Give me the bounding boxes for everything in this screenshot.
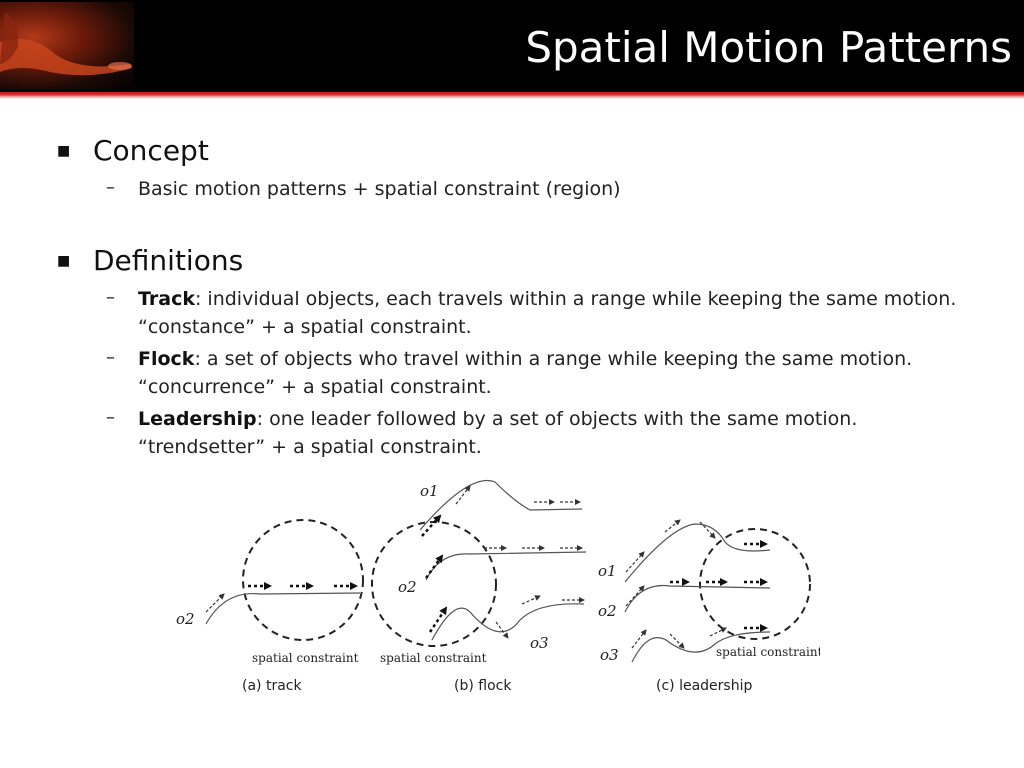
bullet-marker: ■ (57, 143, 71, 159)
def-leadership-line2: “trendsetter” + a spatial constraint. (138, 436, 482, 458)
def-track-text: : individual objects, each travels withi… (194, 288, 957, 310)
panel-flock: o1 o2 o3 spatial constraint (b) flock (371, 480, 587, 694)
concept-description: Basic motion patterns + spatial constrai… (138, 178, 621, 200)
panel-leadership: o1 o2 o3 spatial constraint (c) leadersh… (598, 519, 820, 694)
term-flock: Flock (138, 348, 195, 370)
leadership-trajectory-o3 (631, 631, 771, 663)
flock-trajectory-o2 (425, 551, 587, 581)
flock-trajectory-o1 (419, 480, 583, 531)
sub-bullet-marker: – (106, 177, 115, 198)
leadership-trajectory-o1 (624, 523, 771, 583)
track-caption: (a) track (242, 678, 302, 694)
flock-object-label-o2: o2 (398, 578, 417, 596)
term-leadership: Leadership (138, 408, 257, 430)
motion-patterns-figure: o2 spatial constraint (a) track o1 o2 o3… (176, 480, 820, 694)
panel-track: o2 spatial constraint (a) track (176, 519, 364, 694)
header-photo (0, 2, 134, 90)
leadership-object-label-o2: o2 (598, 602, 617, 620)
flock-trajectory-o3 (431, 603, 585, 641)
slide-title: Spatial Motion Patterns (525, 23, 1012, 72)
def-flock-line2: “concurrence” + a spatial constraint. (138, 376, 492, 398)
bullet-definitions: Definitions (93, 244, 244, 277)
leadership-trajectory-o2 (624, 584, 771, 613)
term-track: Track (138, 288, 195, 310)
definition-leadership: Leadership: one leader followed by a set… (138, 405, 857, 461)
bullet-concept: Concept (93, 134, 209, 167)
track-constraint-label: spatial constraint (252, 651, 359, 665)
bullet-marker: ■ (57, 253, 71, 269)
definition-flock: Flock: a set of objects who travel withi… (138, 345, 912, 401)
definition-track: Track: individual objects, each travels … (138, 285, 956, 341)
leadership-caption: (c) leadership (656, 678, 752, 694)
dancer-image (0, 12, 132, 76)
flock-object-label-o3: o3 (530, 634, 549, 652)
def-track-line2: “constance” + a spatial constraint. (138, 316, 472, 338)
track-constraint-circle (242, 519, 364, 641)
track-trajectory (205, 592, 361, 625)
flock-object-label-o1: o1 (420, 482, 439, 500)
header-accent-line (0, 92, 1024, 99)
sub-bullet-marker: – (106, 287, 115, 308)
track-object-label: o2 (176, 610, 195, 628)
leadership-object-label-o1: o1 (598, 562, 617, 580)
sub-bullet-marker: – (106, 407, 115, 428)
sub-bullet-marker: – (106, 347, 115, 368)
def-flock-text: : a set of objects who travel within a r… (194, 348, 913, 370)
header-bar: Spatial Motion Patterns (0, 0, 1024, 92)
leadership-constraint-label: spatial constraint (716, 645, 820, 659)
leadership-object-label-o3: o3 (600, 646, 619, 664)
flock-constraint-label: spatial constraint (380, 651, 487, 665)
def-leadership-text: : one leader followed by a set of object… (256, 408, 858, 430)
flock-caption: (b) flock (454, 678, 512, 694)
leadership-constraint-circle (699, 528, 811, 640)
